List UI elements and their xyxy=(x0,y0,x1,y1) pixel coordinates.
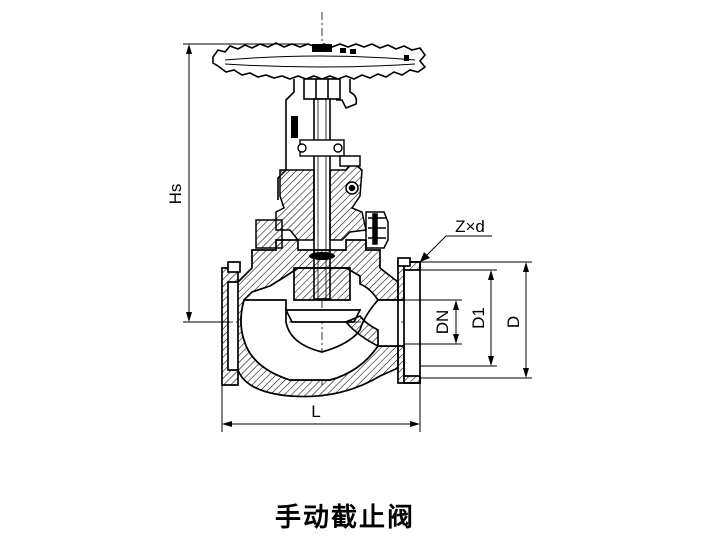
dim-label-z-d: Z×d xyxy=(455,217,485,236)
handwheel xyxy=(212,42,427,80)
dimension-lines xyxy=(183,43,532,432)
drawing-title: 手动截止阀 xyxy=(274,503,415,533)
valve-body xyxy=(221,239,421,398)
bonnet xyxy=(275,155,367,241)
dim-label-d1: D1 xyxy=(469,307,488,329)
dim-label-l: L xyxy=(311,402,320,421)
dim-label-hs: Hs xyxy=(166,184,185,205)
dim-label-d: D xyxy=(504,316,523,328)
dimension-arrows xyxy=(186,44,529,427)
dim-label-dn: DN xyxy=(433,310,452,335)
lock-plate xyxy=(291,116,298,138)
